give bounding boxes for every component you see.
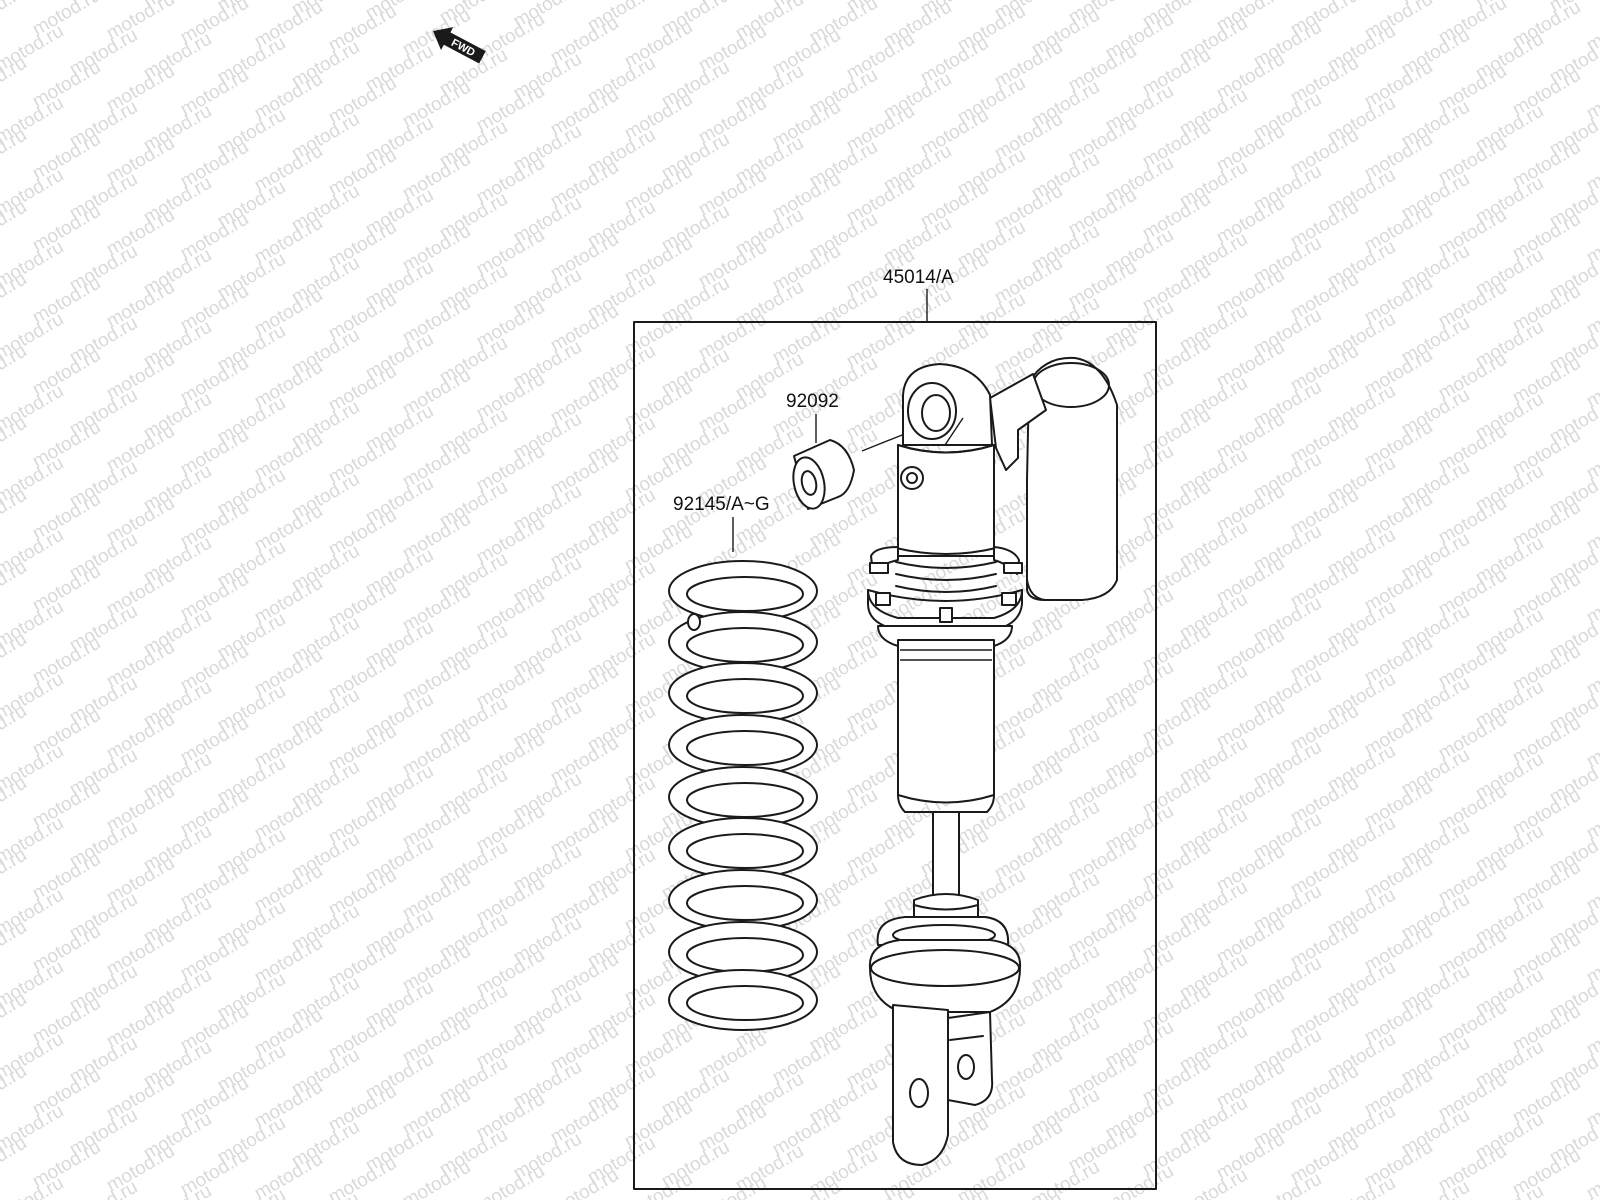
coil-spring [668,560,818,1031]
watermark-text: motod.ru [1102,1161,1177,1200]
part-number-shock: 45014/A [883,267,954,288]
watermark-text: motod.ru [843,1181,918,1200]
part-number-collar: 92092 [786,391,839,412]
part-number-spring: 92145/A~G [673,494,770,515]
watermark-text: motod.ru [954,1153,1029,1200]
watermark-text: motod.ru [0,0,30,36]
watermark-text: motod.ru [1176,1165,1251,1200]
spring-coil [668,969,818,1031]
spring-end-cut [687,613,701,631]
fwd-label: FWD [449,37,477,59]
watermark-text: motod.ru [1028,1157,1103,1200]
